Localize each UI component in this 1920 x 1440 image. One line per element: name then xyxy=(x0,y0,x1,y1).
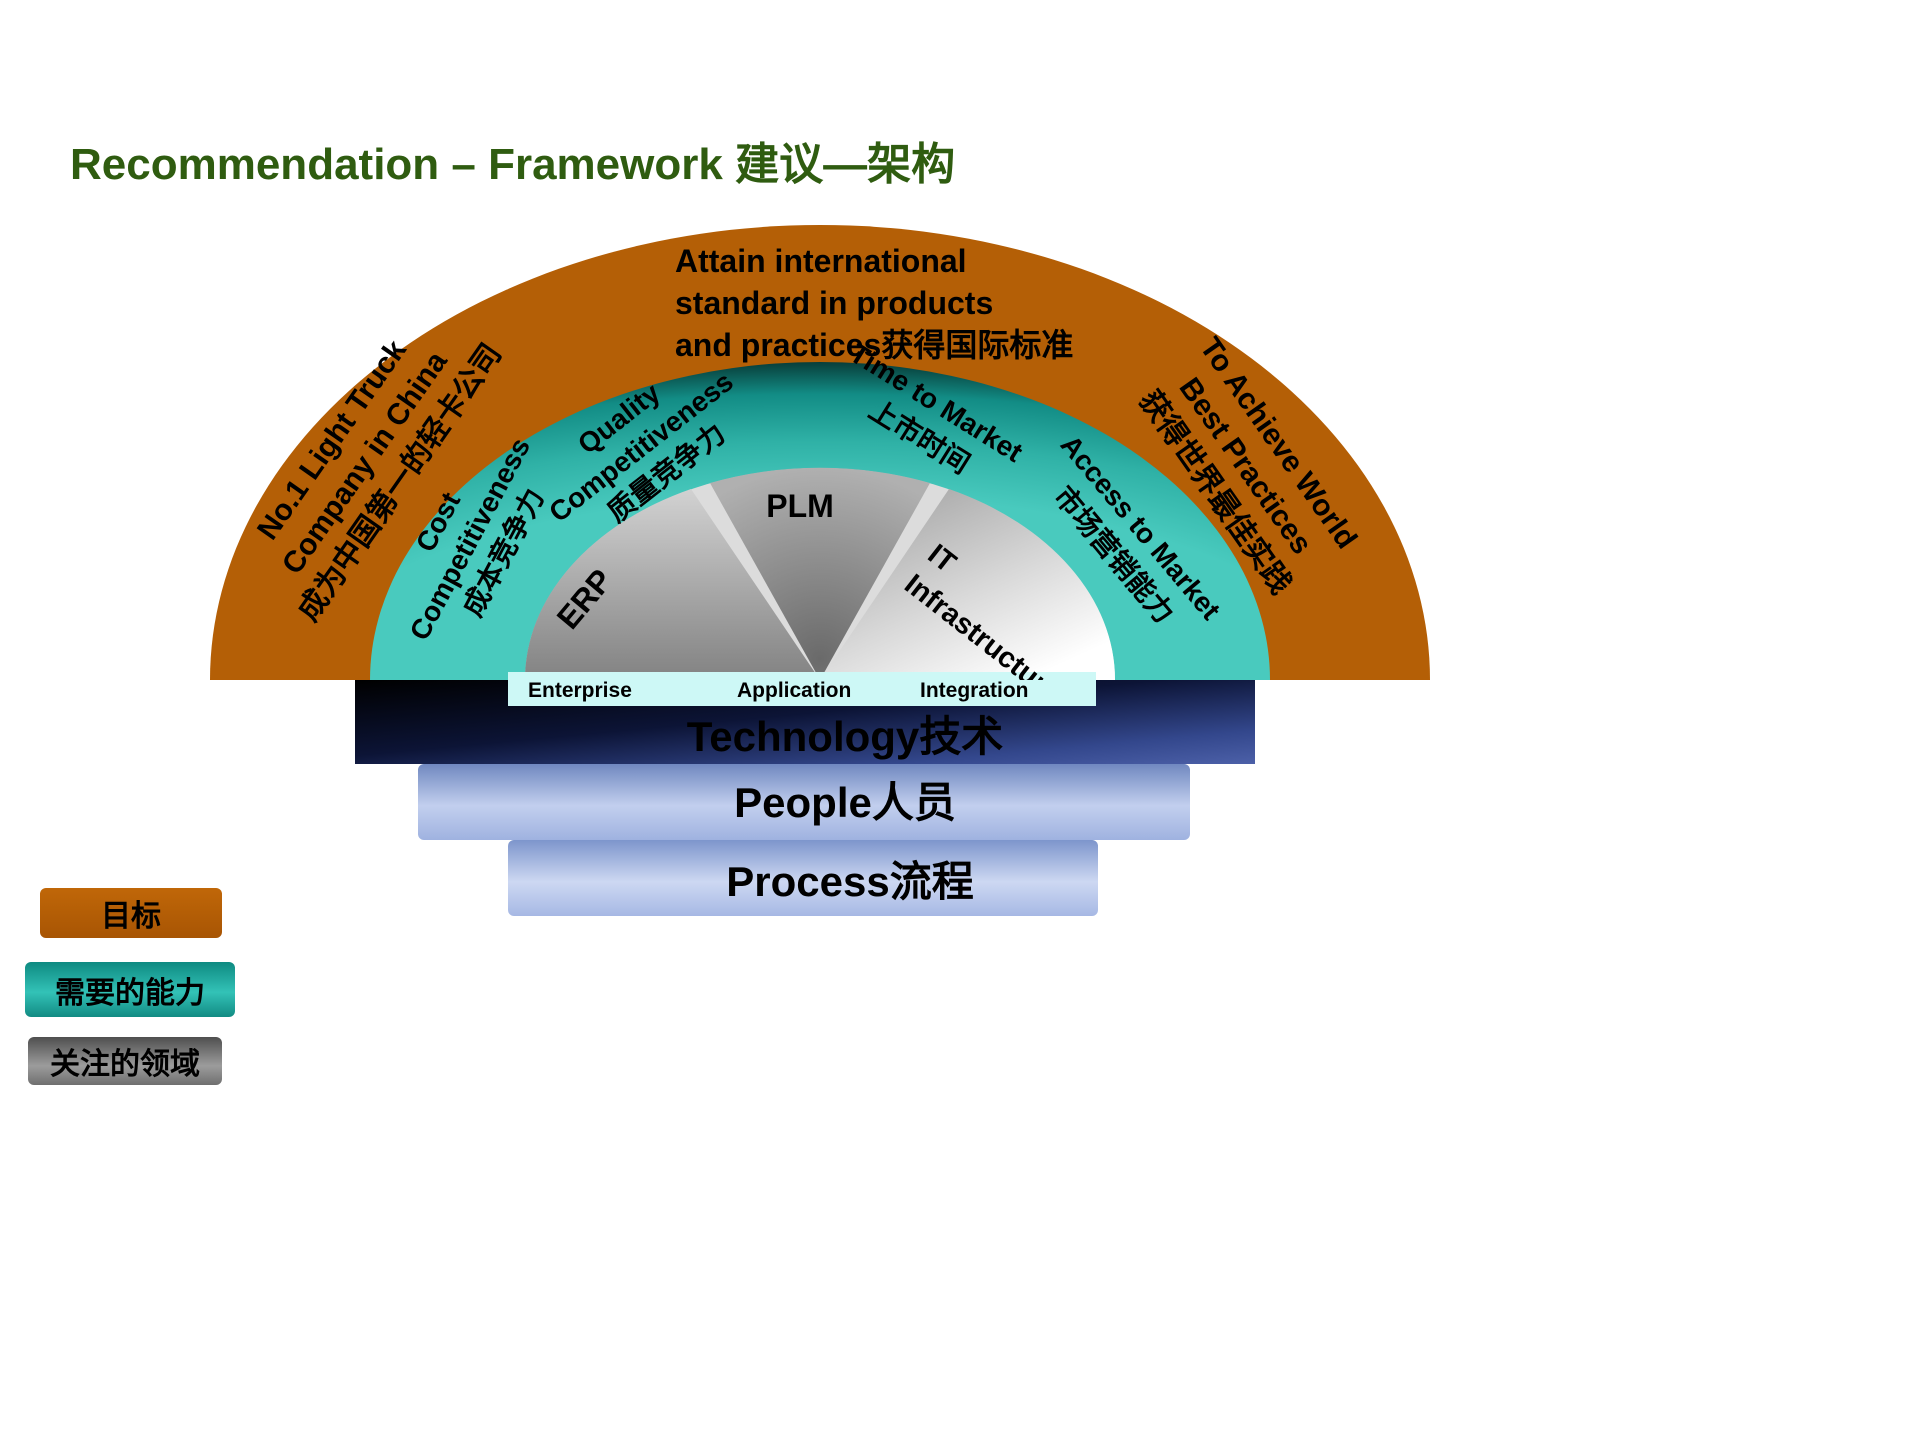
focus-wedge-plm xyxy=(710,467,930,680)
strip-label-application: Application xyxy=(737,679,851,702)
focus-plm-label: PLM xyxy=(766,488,834,524)
people-bar xyxy=(418,764,1190,840)
process-bar xyxy=(508,840,1098,916)
integration-strip xyxy=(508,672,1096,706)
page-title: Recommendation – Framework 建议—架构 xyxy=(70,140,956,189)
goal-top-text: Attain international standard in product… xyxy=(675,243,1073,363)
strip-label-enterprise: Enterprise xyxy=(528,679,632,702)
focus-wedge-erp xyxy=(524,489,820,680)
strip-label-integration: Integration xyxy=(920,679,1029,702)
focus-wedge-it xyxy=(820,489,1116,680)
process-label: Process流程 xyxy=(726,858,973,905)
people-label: People人员 xyxy=(734,779,956,826)
technology-label: Technology技术 xyxy=(687,713,1004,760)
